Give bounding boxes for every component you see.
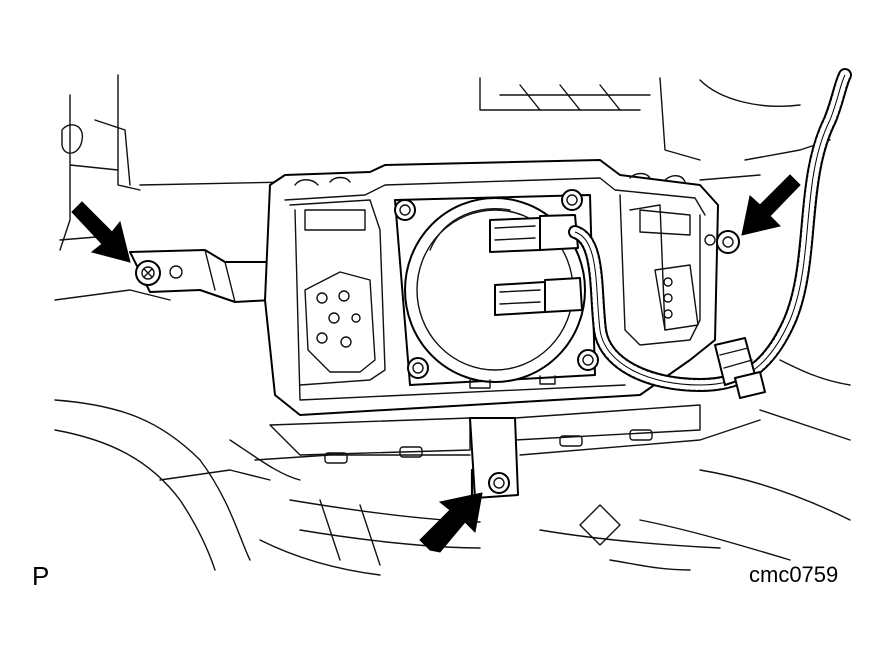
vehicle-body-lines: [54, 74, 851, 576]
figure-code-label: cmc0759: [749, 562, 839, 587]
right-plate: [654, 264, 699, 331]
lamp-connectors: [489, 214, 583, 316]
arrow-left-bolt: [71, 201, 131, 263]
view-letter-label: P: [32, 561, 50, 591]
arrow-bottom-bolt: [419, 492, 483, 553]
wiring-harness: [568, 68, 852, 399]
bolt-left: [135, 260, 161, 286]
bolt-right: [704, 230, 740, 254]
left-plate: [304, 271, 376, 373]
bolt-bottom: [488, 472, 510, 494]
arrow-right-bolt: [741, 174, 801, 236]
